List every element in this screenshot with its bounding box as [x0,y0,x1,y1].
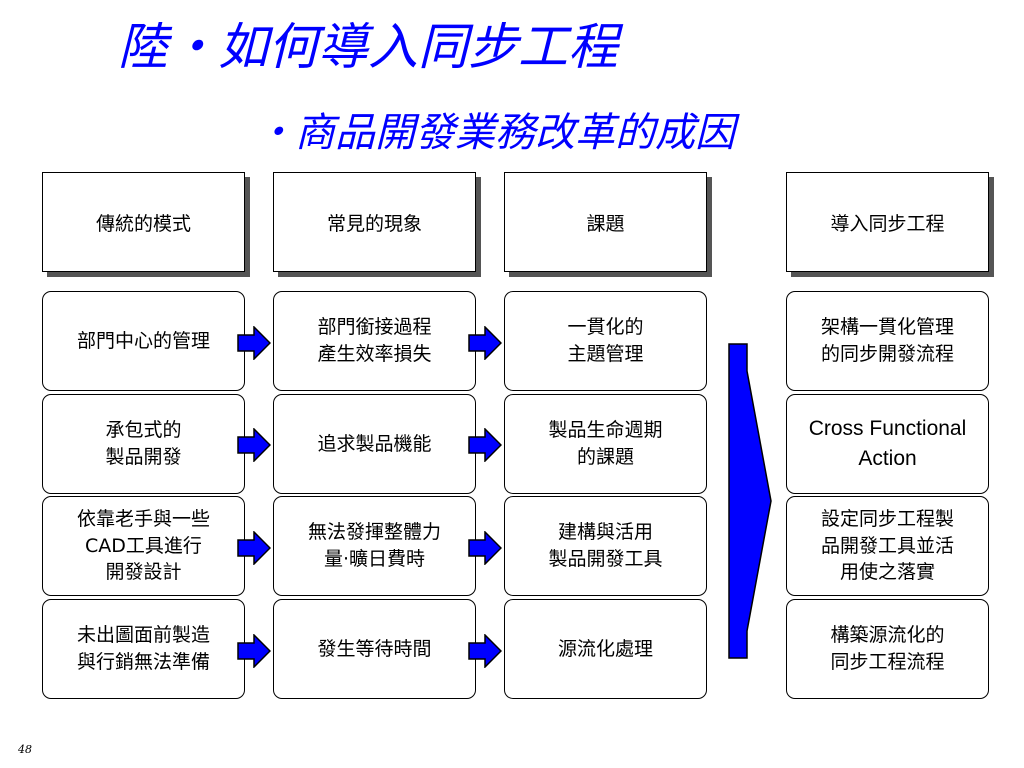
arrow-right-icon [468,428,502,462]
header-common-phenomena: 常見的現象 [273,172,476,272]
arrow-right-icon [237,634,271,668]
cell-row3-traditional: 依靠老手與一些 CAD工具進行 開發設計 [42,496,245,596]
arrow-right-icon [237,326,271,360]
header-traditional-mode: 傳統的模式 [42,172,245,272]
cell-row1-phenomenon: 部門銜接過程 產生效率損失 [273,291,476,391]
cell-row4-solution: 構築源流化的 同步工程流程 [786,599,989,699]
cell-row3-phenomenon: 無法發揮整體力 量‧曠日費時 [273,496,476,596]
cell-row4-phenomenon: 發生等待時間 [273,599,476,699]
cell-row2-issue: 製品生命週期 的課題 [504,394,707,494]
arrow-right-icon [237,428,271,462]
cell-row1-solution: 架構一貫化管理 的同步開發流程 [786,291,989,391]
header-introduce-concurrent-engineering: 導入同步工程 [786,172,989,272]
arrow-right-icon [468,326,502,360]
big-right-arrow-icon [728,343,772,659]
header-issues: 課題 [504,172,707,272]
slide-title: 陸‧如何導入同步工程 [118,18,618,76]
slide-subtitle: ‧商品開發業務改革的成因 [255,110,735,156]
cell-row2-traditional: 承包式的 製品開發 [42,394,245,494]
arrow-right-icon [468,531,502,565]
cell-row3-issue: 建構與活用 製品開發工具 [504,496,707,596]
cell-row4-traditional: 未出圖面前製造 與行銷無法準備 [42,599,245,699]
page-number: 48 [18,743,32,756]
cell-row2-phenomenon: 追求製品機能 [273,394,476,494]
cell-row2-solution: Cross Functional Action [786,394,989,494]
cell-row4-issue: 源流化處理 [504,599,707,699]
cell-row3-solution: 設定同步工程製 品開發工具並活 用使之落實 [786,496,989,596]
arrow-right-icon [237,531,271,565]
cell-row1-traditional: 部門中心的管理 [42,291,245,391]
cell-row1-issue: 一貫化的 主題管理 [504,291,707,391]
arrow-right-icon [468,634,502,668]
